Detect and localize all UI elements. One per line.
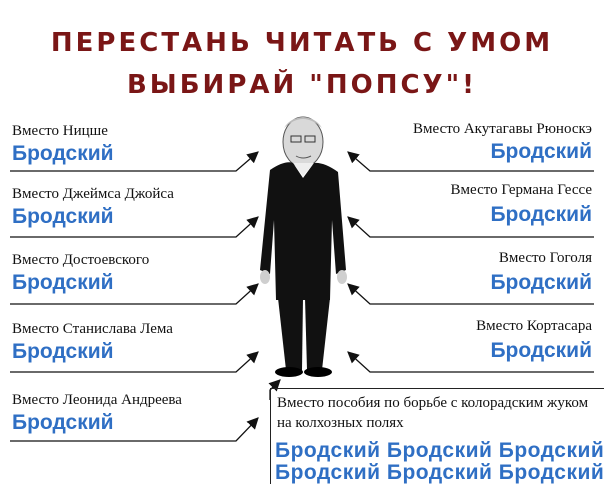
left-label-2: Вместо Джеймса Джойса (12, 186, 174, 202)
right-value-2: Бродский (490, 203, 592, 226)
title-line-2: ВЫБИРАЙ "ПОПСУ"! (126, 70, 478, 100)
title-line-1: ПЕРЕСТАНЬ ЧИТАТЬ С УМОМ (50, 28, 554, 58)
arrow-left-1 (10, 151, 259, 172)
right-label-3: Вместо Гоголя (498, 250, 592, 266)
left-label-5: Вместо Леонида Андреева (12, 392, 182, 408)
right-value-1: Бродский (490, 140, 592, 163)
left-value-1: Бродский (12, 142, 114, 165)
left-value-2: Бродский (12, 205, 114, 228)
left-value-3: Бродский (12, 271, 114, 294)
arrow-left-4 (10, 351, 259, 373)
left-label-4: Вместо Станислава Лема (12, 321, 173, 337)
right-label-1: Вместо Акутагавы Рюноскэ (413, 121, 592, 137)
arrow-left-3 (10, 283, 259, 305)
bottom-label: Вместо пособия по борьбе с колорадским ж… (277, 395, 589, 431)
left-label-3: Вместо Достоевского (12, 252, 150, 268)
right-value-4: Бродский (490, 339, 592, 362)
right-value-3: Бродский (490, 271, 592, 294)
arrow-right-4 (347, 351, 594, 373)
arrow-right-3 (347, 283, 594, 305)
left-value-5: Бродский (12, 411, 114, 434)
right-label-2: Вместо Германа Гессе (450, 182, 592, 198)
arrow-left-5 (10, 417, 259, 442)
man-figure (260, 116, 347, 377)
right-label-4: Вместо Кортасара (476, 318, 592, 334)
bottom-repeat-line-2: Бродский Бродский Бродский (275, 461, 604, 484)
arrow-left-2 (10, 216, 259, 238)
arrow-right-2 (347, 216, 594, 238)
arrow-right-1 (347, 151, 594, 172)
bottom-repeat-line-1: Бродский Бродский Бродский (275, 439, 604, 462)
left-label-1: Вместо Ницше (12, 123, 108, 139)
left-value-4: Бродский (12, 340, 114, 363)
bottom-box: Вместо пособия по борьбе с колорадским ж… (270, 388, 604, 484)
